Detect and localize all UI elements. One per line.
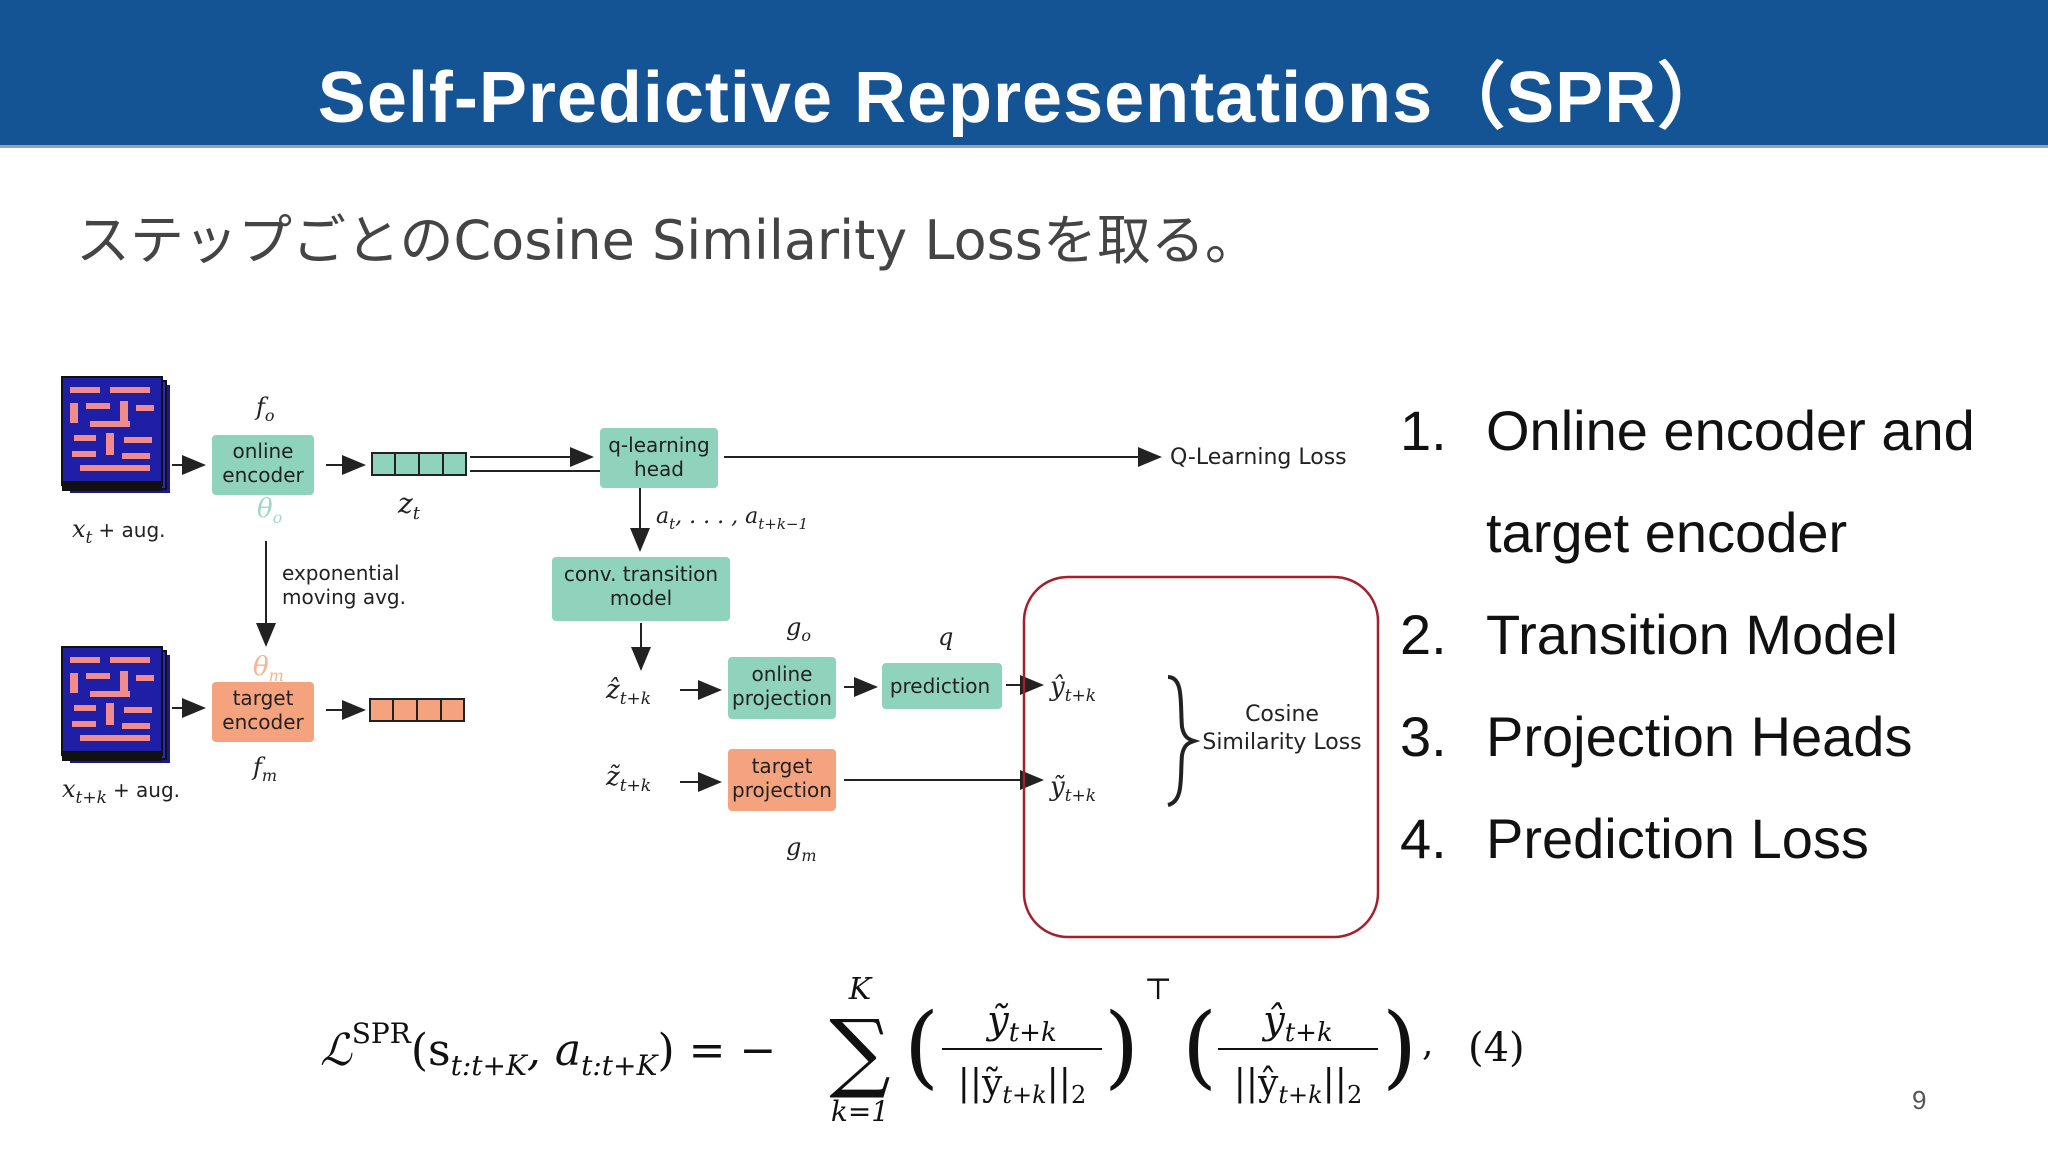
slide-subtitle: ステップごとのCosine Similarity Lossを取る。: [76, 209, 1259, 272]
online-latent-vector: [371, 452, 467, 476]
list-text-line: Online encoder and: [1486, 399, 1975, 462]
z-t-label: zt: [397, 487, 421, 524]
frac1-denominator: ||ỹt+k||2: [958, 1063, 1086, 1109]
sum-symbol: ∑: [829, 1002, 890, 1102]
spr-architecture-diagram: xt+ aug. xt+k+ aug. fo θo onli: [61, 376, 1380, 939]
f-m-label: fm: [251, 753, 277, 785]
slide-title: Self-Predictive Representations（SPR）: [317, 58, 1731, 138]
list-number: 2.: [1400, 603, 1447, 666]
g-m-label: gm: [786, 833, 817, 865]
list-item: 2. Transition Model: [1400, 599, 2020, 701]
q-learning-head-box: [600, 428, 718, 488]
spr-loss-formula: ℒSPR(st:t+K, at:t+K) = − K ∑ k=1 ( ỹt+k …: [320, 972, 1525, 1128]
target-input-label: xt+k+ aug.: [62, 775, 180, 808]
list-number: 4.: [1400, 807, 1447, 870]
g-o-label: go: [786, 613, 811, 645]
list-number: 3.: [1400, 705, 1447, 768]
q-label: q: [938, 623, 953, 651]
target-input-image: [61, 646, 170, 763]
prediction-label: prediction: [890, 674, 990, 698]
sum-upper: K: [848, 972, 873, 1007]
svg-text:): ): [1104, 994, 1139, 1099]
frac2-denominator: ||ŷt+k||2: [1234, 1063, 1362, 1109]
online-input-image: [61, 376, 170, 493]
z-tilde-label: z̃t+k: [605, 762, 651, 796]
frac1-numerator: ỹt+k: [985, 998, 1056, 1048]
sum-lower: k=1: [831, 1095, 889, 1128]
z-hat-label: ẑt+k: [605, 675, 651, 709]
list-item: 1. Online encoder and target encoder: [1400, 395, 2020, 599]
theta-m-label: θm: [253, 652, 284, 685]
theta-o-label: θo: [257, 494, 282, 527]
target-projection-box: [728, 749, 836, 811]
target-latent-vector: [369, 698, 465, 722]
merge-brace: [1167, 675, 1201, 807]
q-learning-loss-label: Q-Learning Loss: [1170, 445, 1347, 470]
list-number: 1.: [1400, 399, 1447, 462]
target-encoder-box: [212, 682, 314, 742]
actions-label: at, . . . , at+k−1: [656, 504, 808, 533]
formula-lhs: ℒSPR(st:t+K, at:t+K) = −: [320, 1017, 776, 1082]
list-text-line: Projection Heads: [1486, 705, 1913, 768]
list-item: 4. Prediction Loss: [1400, 803, 2020, 905]
svg-text:(: (: [1182, 994, 1217, 1099]
prediction-box: [882, 663, 1002, 709]
list-text-line: Transition Model: [1486, 603, 1898, 666]
svg-text:(: (: [904, 994, 939, 1099]
formula-trailing-comma: ,: [1422, 1023, 1433, 1064]
online-input-label: xt+ aug.: [72, 515, 166, 548]
y-hat-label: ŷt+k: [1049, 672, 1096, 706]
online-encoder-box: [212, 435, 314, 495]
title-bar: Self-Predictive Representations（SPR）: [0, 0, 2048, 148]
frac2-numerator: ŷt+k: [1261, 998, 1332, 1048]
transition-model-box: [552, 557, 730, 621]
f-o-label: fo: [254, 393, 275, 425]
equation-number: (4): [1468, 1025, 1525, 1071]
highlight-box: [1022, 575, 1380, 939]
transpose-symbol: ⊤: [1144, 972, 1172, 1007]
online-projection-box: [728, 657, 836, 719]
svg-text:): ): [1382, 994, 1417, 1099]
page-number: 9: [1912, 1085, 1927, 1115]
y-tilde-label: ỹt+k: [1049, 772, 1096, 806]
list-text-line: Prediction Loss: [1486, 807, 1869, 870]
list-item: 3. Projection Heads: [1400, 701, 2020, 803]
list-text-line: target encoder: [1486, 501, 1848, 564]
component-list: 1. Online encoder and target encoder 2. …: [1400, 395, 2020, 905]
